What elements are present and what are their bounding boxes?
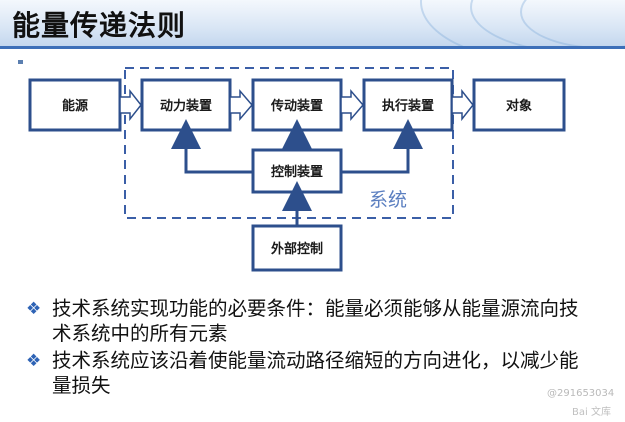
watermark-id: @291653034: [547, 388, 615, 399]
transmission-label: 传动装置: [270, 98, 323, 114]
execution-label: 执行装置: [382, 98, 434, 114]
bullet-text: 技术系统实现功能的必要条件：能量必须能够从能量源流向技术系统中的所有元素: [52, 297, 579, 345]
power-label: 动力装置: [160, 98, 212, 114]
external-control-box: [251, 224, 343, 272]
control-line-right: [341, 119, 423, 174]
source-label: 能源: [62, 98, 88, 114]
block-arrow: [229, 88, 253, 122]
external-control-label: 外部控制: [270, 241, 323, 257]
object-box: [472, 78, 566, 132]
title-banner: [0, 0, 625, 46]
object-label: 对象: [506, 98, 532, 114]
bullet-text: 技术系统应该沿着使能量流动路径缩短的方向进化，以减少能量损失: [52, 349, 579, 397]
diamond-bullet-icon: ❖: [26, 351, 42, 371]
bullet-item: ❖ 技术系统实现功能的必要条件：能量必须能够从能量源流向技术系统中的所有元素: [26, 296, 586, 346]
block-arrow: [451, 88, 474, 122]
block-arrow: [119, 88, 142, 122]
system-label: 系统: [369, 189, 407, 211]
slide-title: 能量传递法则: [12, 9, 187, 42]
bullet-list: ❖ 技术系统实现功能的必要条件：能量必须能够从能量源流向技术系统中的所有元素 ❖…: [26, 296, 586, 400]
block-arrow: [340, 88, 364, 122]
control-label: 控制装置: [271, 164, 323, 180]
diamond-bullet-icon: ❖: [26, 299, 42, 319]
title-underline: [0, 46, 625, 49]
watermark-logo: Bai 文库: [572, 407, 611, 418]
bullet-item: ❖ 技术系统应该沿着使能量流动路径缩短的方向进化，以减少能量损失: [26, 348, 586, 398]
corner-mark: [18, 60, 23, 64]
control-line-left: [171, 119, 253, 174]
